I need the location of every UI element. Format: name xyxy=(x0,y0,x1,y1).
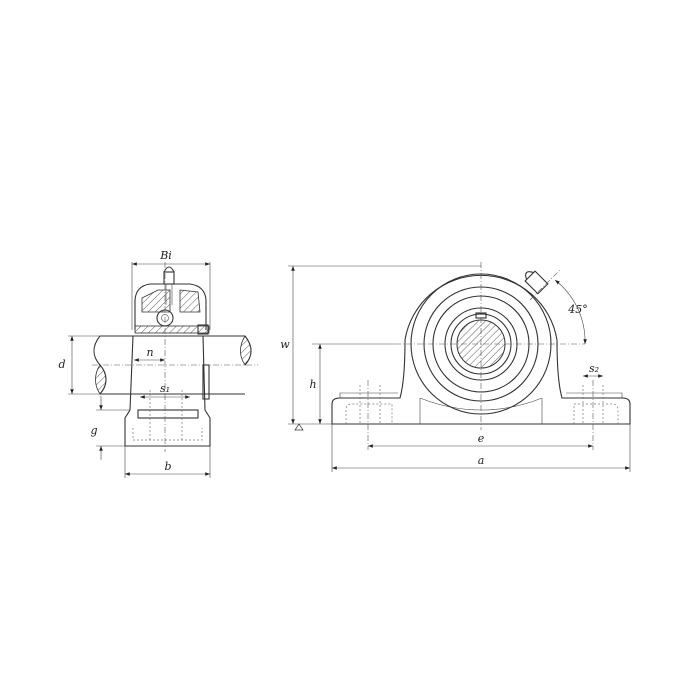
label-e: e xyxy=(478,432,485,445)
housing-side xyxy=(124,262,211,452)
label-h: h xyxy=(309,378,316,391)
housing-front xyxy=(331,262,631,450)
label-b: b xyxy=(164,460,171,473)
datum-triangle-icon xyxy=(294,423,304,431)
label-w: w xyxy=(280,338,290,351)
label-Bi: Bi xyxy=(159,249,172,262)
front-view: w h 45° s₂ e a xyxy=(280,262,631,472)
label-n: n xyxy=(146,346,153,359)
side-view: Bi d n s₁ g b xyxy=(58,249,258,478)
side-dimensions: Bi d n s₁ g b xyxy=(58,249,211,478)
front-dimensions: w h 45° s₂ e a xyxy=(280,265,631,472)
label-a: a xyxy=(478,454,485,467)
label-d: d xyxy=(58,358,65,371)
shaft xyxy=(92,335,258,395)
label-g: g xyxy=(90,424,97,437)
label-s2: s₂ xyxy=(589,362,599,375)
label-angle: 45° xyxy=(567,303,588,316)
label-s1: s₁ xyxy=(160,382,170,395)
